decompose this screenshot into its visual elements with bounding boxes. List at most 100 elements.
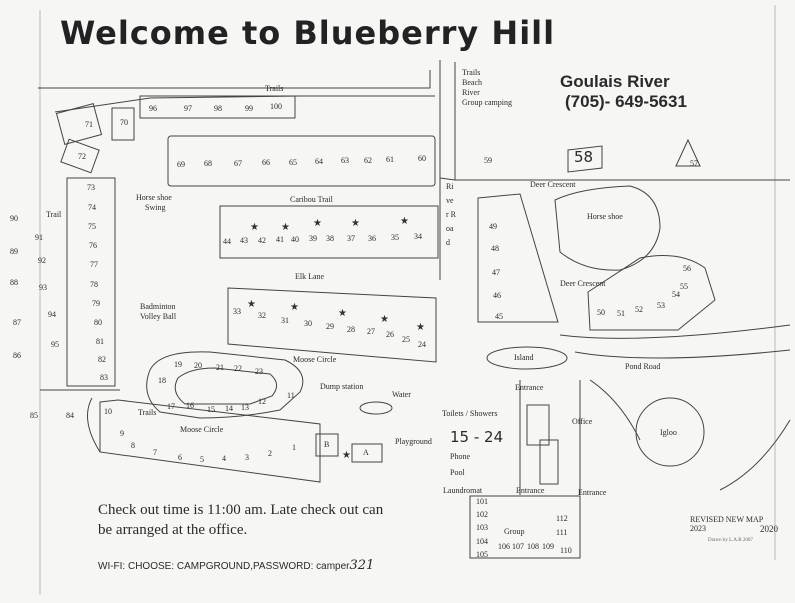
svg-text:★: ★ — [250, 222, 259, 233]
site-caribou-row: 36 — [368, 234, 376, 243]
site-b: B — [324, 440, 330, 449]
label-trails-bottom: Trails — [138, 408, 157, 417]
site-misc: 70 — [120, 118, 128, 127]
site-outer-left: 84 — [66, 411, 74, 420]
site-caribou-row: 43 — [240, 236, 248, 245]
label-group: Group — [504, 527, 525, 536]
site-pond: 50 — [597, 308, 605, 317]
site-river-road: 47 — [492, 268, 500, 277]
site-left-column: 73 — [87, 183, 95, 192]
site-loop-bottom: 11 — [287, 391, 295, 400]
label-playground: Playground — [395, 437, 432, 446]
site-pond: 56 — [683, 264, 691, 273]
label-pool: Pool — [450, 468, 465, 477]
site-outer-left: 94 — [48, 310, 56, 319]
site-left-column: 77 — [90, 260, 98, 269]
label-horse-shoe-swing: Horse shoe — [136, 193, 172, 202]
site-loop-top: 20 — [194, 361, 202, 370]
site-outer-left: 92 — [38, 256, 46, 265]
site-row-60: 68 — [204, 159, 212, 168]
site-pond: 55 — [680, 282, 688, 291]
site-caribou-row: 41 — [276, 235, 284, 244]
site-group-bottom: 109 — [542, 542, 554, 551]
site-loop-top: 23 — [255, 367, 263, 376]
label-trails-right: Trails — [462, 68, 481, 77]
site-elk-row: 27 — [367, 327, 375, 336]
site-group-left: 104 — [476, 537, 488, 546]
label-deer-crescent-mid: Deer Crescent — [560, 279, 606, 288]
location-name: Goulais River — [560, 72, 670, 91]
site-caribou-row: 38 — [326, 234, 334, 243]
site-row-60: 63 — [341, 156, 349, 165]
label-moose-circle-lower: Moose Circle — [180, 425, 224, 434]
site-moose-bottom: 2 — [268, 449, 272, 458]
site-row-60: 60 — [418, 154, 426, 163]
site-caribou-row: 37 — [347, 234, 355, 243]
site-left-column: 79 — [92, 299, 100, 308]
label-elk-lane: Elk Lane — [295, 272, 325, 281]
svg-text:★: ★ — [351, 218, 360, 229]
label-entrance-bottom: Entrance — [516, 486, 545, 495]
site-elk-row: 24 — [418, 340, 426, 349]
site-group-right: 112 — [556, 514, 568, 523]
site-loop-top: 22 — [234, 364, 242, 373]
site-left-column: 78 — [90, 280, 98, 289]
site-group-right: 111 — [556, 528, 568, 537]
site-pond: 52 — [635, 305, 643, 314]
label-water: Water — [392, 390, 411, 399]
site-moose-bottom: 7 — [153, 448, 157, 457]
site-river-road: 49 — [489, 222, 497, 231]
site-row-60: 69 — [177, 160, 185, 169]
site-loop-bottom: 16 — [186, 401, 194, 410]
label-river: River — [462, 88, 480, 97]
site-top-row: 98 — [214, 104, 222, 113]
label-trails-top: Trails — [265, 84, 284, 93]
site-group-bottom: 106 — [498, 542, 510, 551]
site-caribou-row: 40 — [291, 235, 299, 244]
site-left-column: 82 — [98, 355, 106, 364]
site-group-bottom: 108 — [527, 542, 539, 551]
label-igloo: Igloo — [660, 428, 677, 437]
label-group-camping: Group camping — [462, 98, 512, 107]
label-swing: Swing — [145, 203, 166, 212]
site-group-left: 103 — [476, 523, 488, 532]
site-caribou-row: 42 — [258, 236, 266, 245]
page-title: Welcome to Blueberry Hill — [60, 14, 556, 52]
revised-note: REVISED NEW MAP 2023 — [690, 515, 763, 533]
map-credit: Drawn by L.A.R 2007 — [708, 538, 753, 543]
label-entrance-right: Entrance — [578, 488, 607, 497]
site-elk-row: 31 — [281, 316, 289, 325]
site-left-column: 80 — [94, 318, 102, 327]
site-outer-left: 93 — [39, 283, 47, 292]
label-volley-ball: Volley Ball — [140, 312, 177, 321]
site-misc: 59 — [484, 156, 492, 165]
label-toilets-showers: Toilets / Showers — [442, 409, 498, 418]
site-moose-bottom: 8 — [131, 441, 135, 450]
site-pond: 54 — [672, 290, 680, 299]
label-island: Island — [514, 353, 534, 362]
site-loop-top: 19 — [174, 360, 182, 369]
site-misc: 71 — [85, 120, 93, 129]
site-outer-left: 95 — [51, 340, 59, 349]
label-deer-crescent-top: Deer Crescent — [530, 180, 576, 189]
svg-text:★: ★ — [342, 450, 351, 461]
site-moose-bottom: 1 — [292, 443, 296, 452]
site-left-column: 81 — [96, 337, 104, 346]
site-misc: 57 — [690, 159, 698, 168]
site-loop-bottom: 13 — [241, 403, 249, 412]
label-caribou-trail: Caribou Trail — [290, 195, 333, 204]
site-outer-left: 91 — [35, 233, 43, 242]
label-horse-shoe: Horse shoe — [587, 212, 623, 221]
site-outer-left: 86 — [13, 351, 21, 360]
site-misc: 72 — [78, 152, 86, 161]
label-pond-road: Pond Road — [625, 362, 661, 371]
site-left-column: 83 — [100, 373, 108, 382]
handwritten-58: 58 — [574, 148, 594, 166]
site-row-60: 64 — [315, 157, 323, 166]
site-elk-row: 30 — [304, 319, 312, 328]
site-row-60: 67 — [234, 159, 242, 168]
site-loop-bottom: 14 — [225, 404, 233, 413]
site-elk-row: 26 — [386, 330, 394, 339]
site-caribou-row: 44 — [223, 237, 231, 246]
